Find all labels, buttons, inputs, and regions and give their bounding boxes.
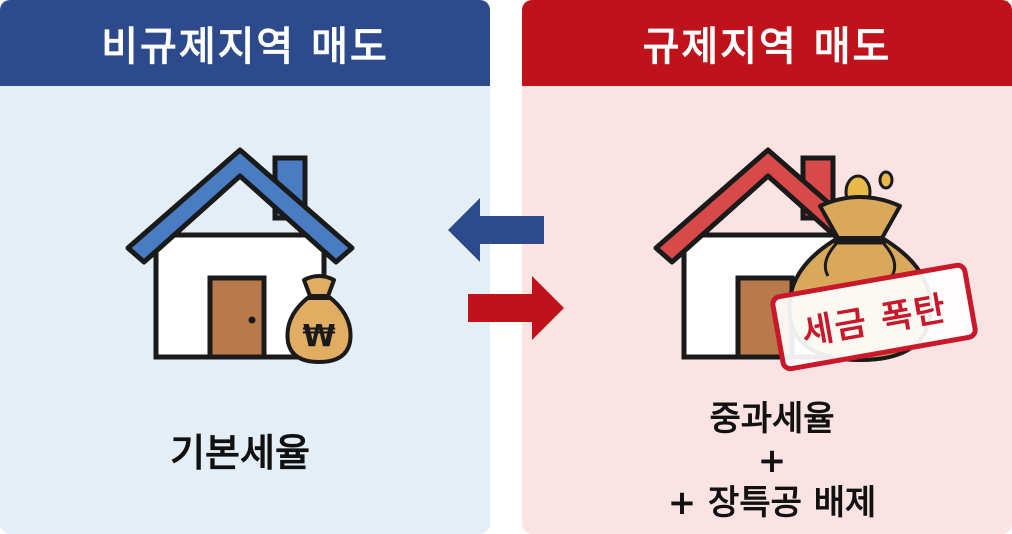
regulated-title: 규제지역 매도 <box>642 24 892 70</box>
caption-heavy-rate: 중과세율 <box>709 399 835 439</box>
arrow-right-icon <box>468 276 564 340</box>
regulated-caption: 중과세율 + + 장특공 배제 <box>522 398 1012 524</box>
caption-deduction-excluded: + 장특공 배제 <box>667 483 877 523</box>
regulated-panel: 규제지역 매도 세금 폭탄 중과세율 + + 장특공 배제 <box>522 0 1012 534</box>
non-regulated-header: 비규제지역 매도 <box>0 0 490 86</box>
non-regulated-panel: 비규제지역 매도 ₩ 기본세율 <box>0 0 490 534</box>
non-regulated-caption: 기본세율 <box>170 431 310 475</box>
non-regulated-title: 비규제지역 매도 <box>101 24 389 70</box>
tax-bomb-stamp-text: 세금 폭탄 <box>798 287 951 353</box>
arrow-left-icon <box>448 198 544 262</box>
money-bag-won-icon: ₩ <box>285 274 353 364</box>
won-symbol: ₩ <box>302 319 335 354</box>
regulated-header: 규제지역 매도 <box>522 0 1012 86</box>
house-icon <box>125 147 355 360</box>
caption-plus: + <box>757 441 787 481</box>
